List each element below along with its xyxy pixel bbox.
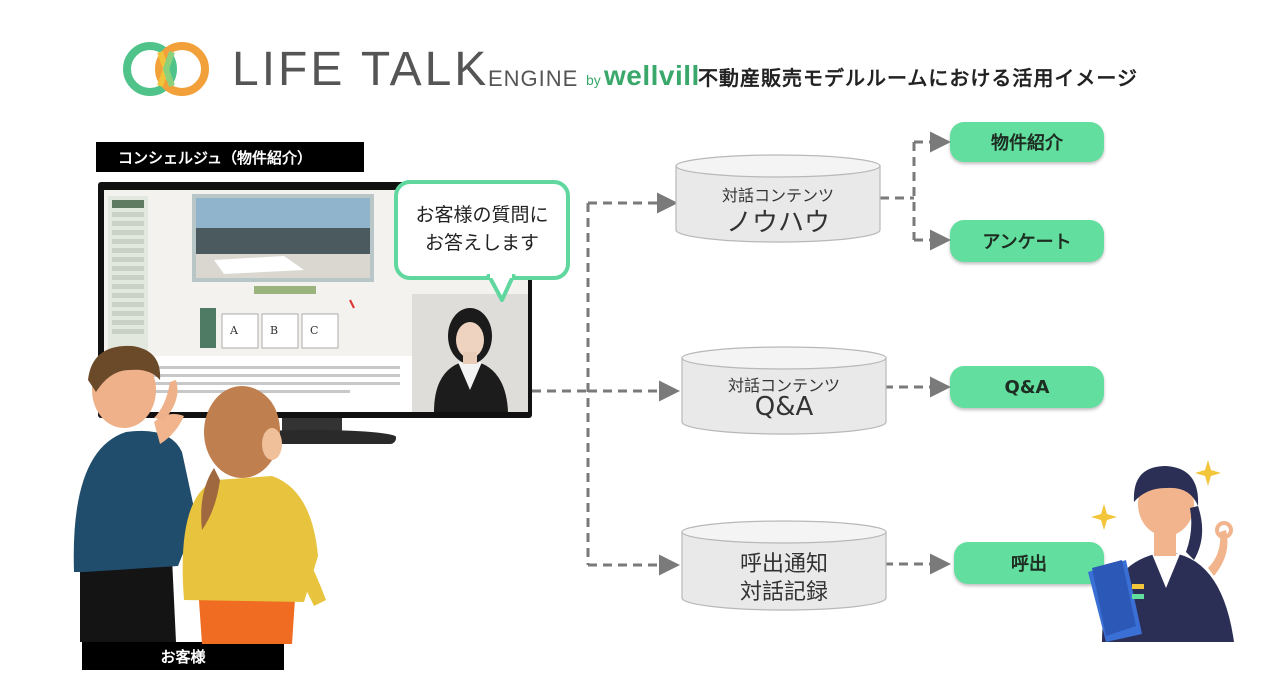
brand-by: by <box>586 72 601 88</box>
knowhow-line-2: ノウハウ <box>725 208 830 238</box>
customer-couple-illustration <box>73 345 326 644</box>
tv-screen-content: A B C <box>108 194 528 412</box>
output-property: 物件紹介 <box>950 122 1104 162</box>
output-call: 呼出 <box>954 542 1104 584</box>
bubble-line-1: お客様の質問に <box>415 204 549 227</box>
qa-db-line-2: Q&A <box>754 392 814 422</box>
sparkle-icon <box>1091 504 1117 530</box>
speech-bubble: お客様の質問に お答えします <box>394 180 570 280</box>
database-qa: 対話コンテンツ Q&A <box>680 346 888 436</box>
bubble-tail <box>486 274 516 302</box>
type-c-label: C <box>310 324 318 337</box>
brand-title: LIFE TALK <box>232 43 490 96</box>
brand-engine: ENGINE <box>488 66 579 91</box>
life-talk-logo-icon <box>123 42 209 96</box>
sparkle-icon <box>1195 460 1221 486</box>
database-knowhow: 対話コンテンツ ノウハウ <box>674 154 882 244</box>
call-db-line-2: 対話記録 <box>739 580 828 605</box>
call-db-line-1: 呼出通知 <box>739 552 828 577</box>
output-survey: アンケート <box>950 220 1104 262</box>
customer-label: お客様 <box>82 642 284 670</box>
bubble-line-2: お答えします <box>424 232 539 254</box>
cylinder-shape <box>681 520 887 611</box>
brand-wellvill: wellvill <box>604 60 700 91</box>
staff-person-illustration <box>1088 460 1234 642</box>
tv-screen: A B C <box>104 190 528 412</box>
type-a-label: A <box>229 324 239 337</box>
cylinder-shape <box>675 154 881 243</box>
concierge-label: コンシェルジュ（物件紹介） <box>96 142 364 172</box>
knowhow-line-1: 対話コンテンツ <box>721 186 834 205</box>
cylinder-shape <box>681 346 887 435</box>
output-qa: Q&A <box>950 366 1104 408</box>
type-b-label: B <box>270 324 278 337</box>
database-call: 呼出通知 対話記録 <box>680 520 888 612</box>
qa-db-line-1: 対話コンテンツ <box>727 376 840 395</box>
tv-stand <box>282 418 342 432</box>
page-subtitle: 不動産販売モデルルームにおける活用イメージ <box>698 66 1138 90</box>
